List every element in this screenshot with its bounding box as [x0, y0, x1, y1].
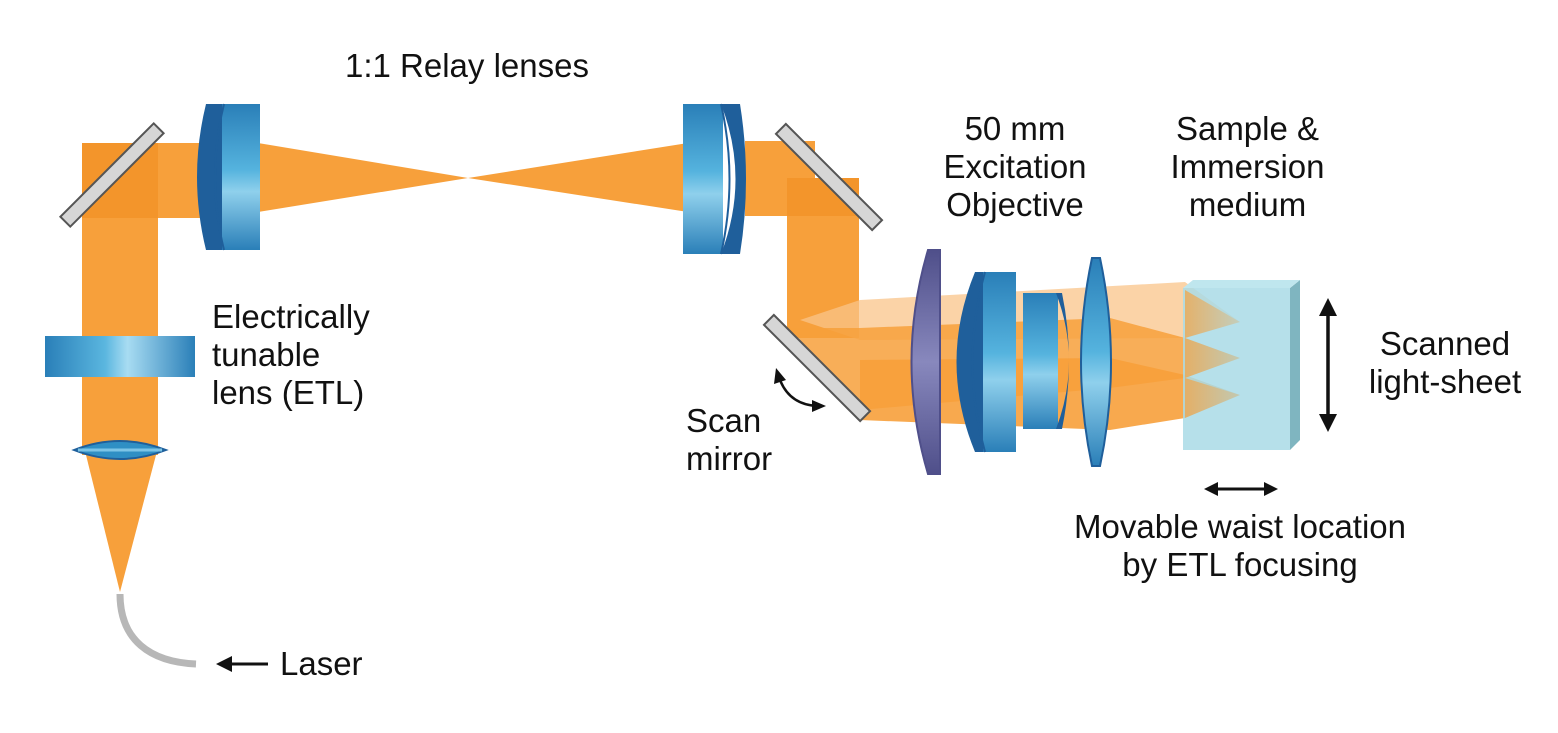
collimating-lens: [71, 440, 169, 460]
scan-mirror-label-line-2: mirror: [686, 440, 773, 477]
etl-label-line-1: Electrically: [212, 298, 370, 335]
objective-lens-4: [1080, 257, 1112, 467]
beam-relay-converge: [258, 143, 468, 212]
laser-label: Laser: [280, 645, 363, 682]
waist-label-line-1: Movable waist location: [1074, 508, 1406, 545]
relay-lens-1: [197, 103, 260, 251]
scan-mirror-label-line-1: Scan: [686, 402, 762, 439]
relay-lenses-label: 1:1 Relay lenses: [345, 47, 589, 84]
objective-label-line-3: Objective: [946, 186, 1084, 223]
scanned-label-line-2: light-sheet: [1368, 363, 1522, 400]
etl-label: Electrically tunable lens (ETL): [212, 298, 370, 412]
objective-lens-3: [1023, 293, 1069, 429]
beam-fiber-cone: [86, 455, 156, 592]
curved-double-arrow-icon: [774, 368, 826, 412]
objective-label-line-1: 50 mm: [964, 110, 1066, 147]
sample-label: Sample & Immersion medium: [1155, 110, 1340, 224]
relay-lens-2: [683, 103, 746, 255]
scan-mirror-label: Scan mirror: [686, 402, 772, 478]
objective-lens-2: [956, 271, 1016, 453]
waist-top: [1185, 290, 1240, 338]
objective-label-line-2: Excitation: [943, 148, 1087, 185]
scanned-label-line-1: Scanned: [1379, 325, 1511, 362]
scanned-light-sheet-label: Scanned light-sheet: [1350, 325, 1540, 401]
sample-block-top: [1183, 280, 1300, 288]
mirror-1: [58, 121, 166, 229]
sample-label-line-2: Immersion: [1170, 148, 1325, 185]
waist-middle: [1185, 338, 1240, 378]
scan-mirror: [762, 313, 872, 423]
beam-relay-diverge: [468, 143, 688, 212]
waist-label-line-2: by ETL focusing: [1122, 546, 1358, 583]
waist-bottom: [1185, 378, 1240, 418]
sample-label-line-1: Sample &: [1175, 110, 1320, 147]
sample-label-line-3: medium: [1188, 186, 1307, 223]
vertical-double-arrow-icon: [1319, 298, 1337, 432]
etl-lens: [45, 336, 195, 377]
etl-label-line-3: lens (ETL): [212, 374, 365, 411]
left-arrow-icon: [216, 656, 268, 672]
objective-label: 50 mm Excitation Objective: [930, 110, 1100, 224]
beam-vertical-left: [82, 180, 158, 455]
sample-block-side: [1290, 280, 1300, 450]
beam-corner-left: [82, 143, 158, 218]
mirror-2: [774, 122, 884, 232]
etl-label-line-2: tunable: [212, 336, 321, 373]
horizontal-double-arrow-icon: [1204, 482, 1278, 496]
waist-label: Movable waist location by ETL focusing: [1040, 508, 1440, 584]
objective-lens-purple: [910, 249, 941, 475]
laser-fiber: [116, 593, 197, 668]
